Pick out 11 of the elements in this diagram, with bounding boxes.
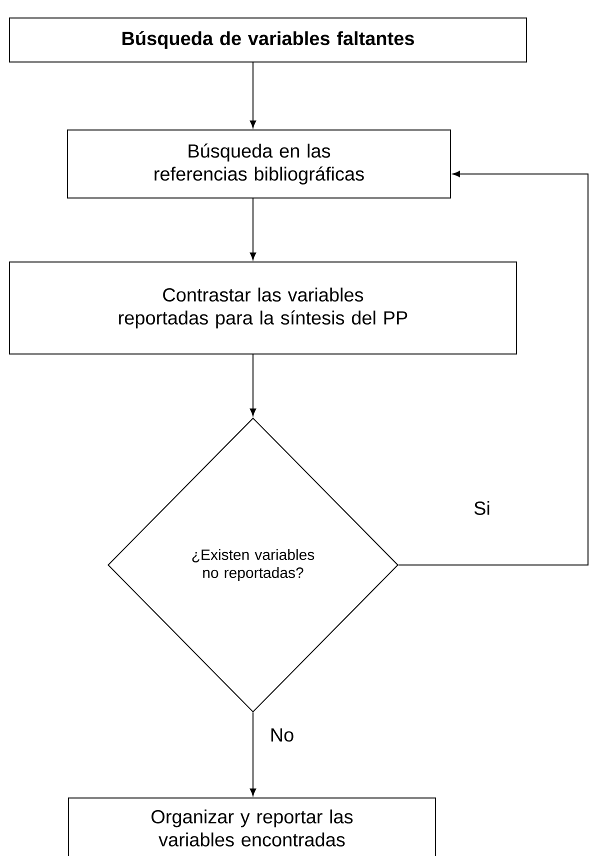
arrow [250,198,256,260]
process-box: Contrastar las variables reportadas para la síntesis del PP [9,262,517,354]
process-box: Búsqueda de variables faltantes [9,18,527,62]
process-box: Búsqueda en las referencias bibliográficas [67,130,451,198]
edge-label: No [268,726,296,744]
arrow [250,62,256,128]
arrow [398,170,588,566]
edge-label: Si [472,499,492,517]
arrow [250,354,256,416]
arrow [250,712,256,796]
process-box: Organizar y reportar las variables encontradas [68,798,436,856]
